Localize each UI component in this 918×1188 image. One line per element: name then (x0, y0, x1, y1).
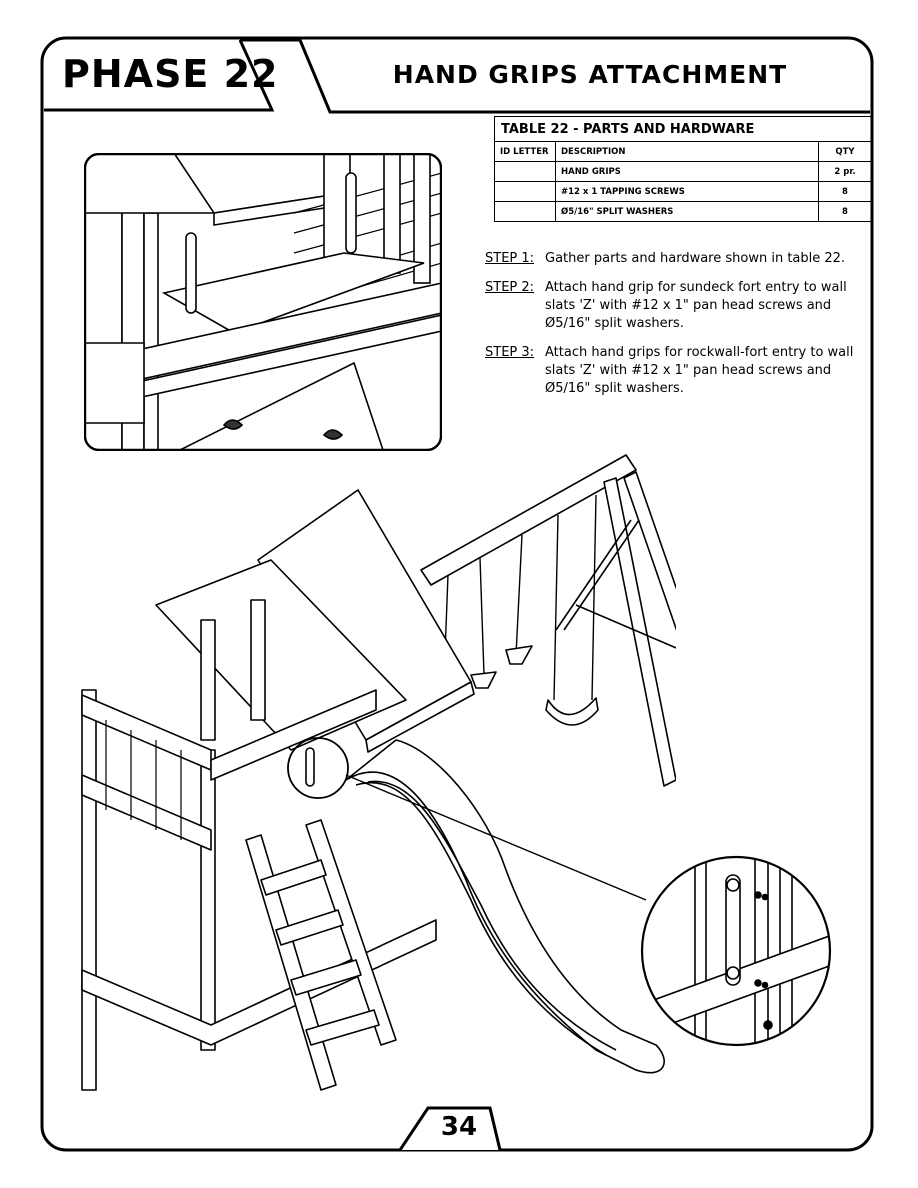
table-row: HAND GRIPS 2 pr. (494, 161, 872, 182)
table-header-row: ID LETTER DESCRIPTION QTY (494, 141, 872, 162)
cell-qty: 2 pr. (818, 161, 872, 182)
step-item: STEP 1: Gather parts and hardware shown … (485, 250, 875, 268)
page-number: 34 (440, 1112, 478, 1142)
instruction-steps: STEP 1: Gather parts and hardware shown … (485, 250, 875, 409)
cell-id (494, 161, 556, 182)
phase-label: PHASE 22 (62, 52, 279, 96)
table-row: Ø5/16" SPLIT WASHERS 8 (494, 201, 872, 222)
cell-id (494, 181, 556, 202)
column-header-qty: QTY (818, 141, 872, 162)
parts-table: TABLE 22 - PARTS AND HARDWARE ID LETTER … (494, 116, 872, 222)
playset-assembly-illustration (81, 454, 676, 1091)
cell-qty: 8 (818, 181, 872, 202)
table-caption: TABLE 22 - PARTS AND HARDWARE (494, 116, 872, 142)
step-label: STEP 1: (485, 251, 535, 266)
detail-inset-illustration (84, 153, 442, 451)
column-header-description: DESCRIPTION (555, 141, 819, 162)
cell-description: Ø5/16" SPLIT WASHERS (555, 201, 819, 222)
step-label: STEP 2: (485, 280, 535, 295)
hand-grip-zoom-detail (640, 855, 832, 1047)
cell-description: HAND GRIPS (555, 161, 819, 182)
step-item: STEP 3: Attach hand grips for rockwall-f… (485, 344, 875, 398)
cell-qty: 8 (818, 201, 872, 222)
table-row: #12 x 1 TAPPING SCREWS 8 (494, 181, 872, 202)
cell-id (494, 201, 556, 222)
step-text: Attach hand grip for sundeck fort entry … (545, 280, 847, 331)
step-label: STEP 3: (485, 345, 535, 360)
cell-description: #12 x 1 TAPPING SCREWS (555, 181, 819, 202)
page-title: HAND GRIPS ATTACHMENT (392, 60, 788, 89)
step-item: STEP 2: Attach hand grip for sundeck for… (485, 279, 875, 333)
column-header-id: ID LETTER (494, 141, 556, 162)
step-text: Attach hand grips for rockwall-fort entr… (545, 345, 854, 396)
step-text: Gather parts and hardware shown in table… (545, 251, 846, 266)
